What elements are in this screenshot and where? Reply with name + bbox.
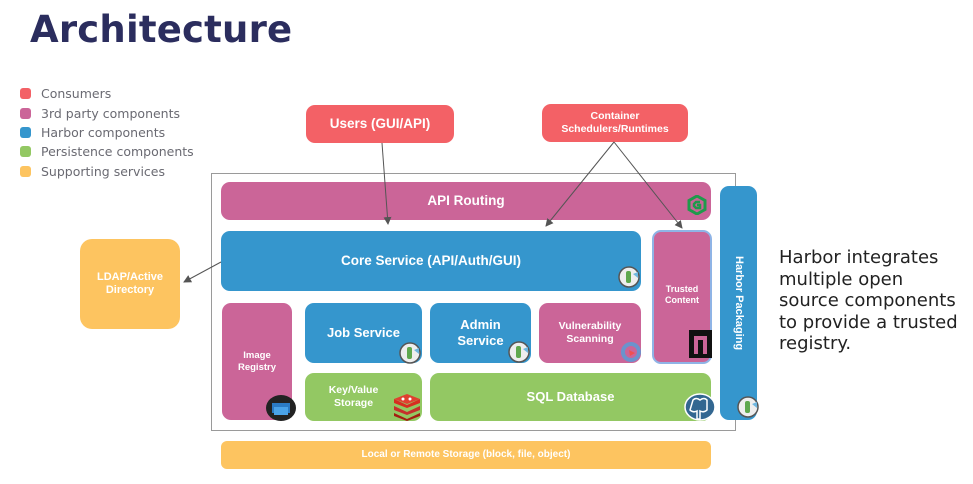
postgresql-icon [684, 393, 716, 421]
docker-compose-icon [399, 342, 421, 364]
legend-item-persistence: Persistence components [20, 142, 194, 161]
page-title: Architecture [30, 8, 293, 51]
docker-compose-icon [737, 396, 759, 418]
legend-label: Persistence components [41, 144, 194, 160]
legend-item-supporting: Supporting services [20, 162, 194, 181]
description-line: source components [779, 290, 956, 311]
core-service-box: Core Service (API/Auth/GUI) [221, 231, 641, 291]
schedulers-label-line1: Container [590, 110, 640, 123]
trusted-content-label-line1: Trusted [665, 284, 699, 294]
harbor-packaging-box: Harbor Packaging [720, 186, 757, 420]
legend-item-harbor: Harbor components [20, 123, 194, 142]
ldap-label-line2: Directory [105, 284, 155, 296]
legend-swatch-3rd-party [20, 107, 31, 119]
description-line: registry. [779, 333, 852, 354]
legend-item-consumers: Consumers [20, 84, 194, 103]
harbor-packaging-label: Harbor Packaging [733, 255, 746, 351]
ldap-label-line1: LDAP/Active [96, 270, 164, 283]
description: Harbor integrates multiple open source c… [779, 247, 958, 355]
legend-label: 3rd party components [41, 105, 181, 121]
description-line: Harbor integrates [779, 247, 939, 268]
legend-swatch-consumers [20, 88, 31, 100]
docker-compose-icon [618, 266, 640, 288]
vulnerability-label-line1: Vulnerability [558, 320, 622, 333]
key-value-label-line1: Key/Value [328, 384, 379, 397]
nginx-icon [687, 195, 707, 215]
job-service-label: Job Service [327, 325, 400, 341]
legend: Consumers 3rd party components Harbor co… [20, 84, 194, 181]
admin-service-label-line1: Admin [460, 317, 501, 333]
ldap-box: LDAP/Active Directory [80, 239, 180, 329]
image-registry-label-line2: Registry [237, 361, 276, 373]
legend-item-3rd-party: 3rd party components [20, 103, 194, 122]
image-registry-label-line1: Image [243, 350, 271, 362]
docker-registry-icon [266, 395, 296, 421]
trusted-content-label-line2: Content [665, 294, 699, 305]
notary-icon [689, 330, 712, 358]
api-routing-box: API Routing [221, 182, 711, 220]
api-routing-label: API Routing [427, 192, 505, 208]
schedulers-label-line2: Schedulers/Runtimes [561, 123, 669, 135]
description-line: to provide a trusted [779, 311, 958, 333]
legend-swatch-supporting [20, 165, 31, 177]
users-box: Users (GUI/API) [306, 105, 454, 143]
docker-compose-icon [508, 341, 530, 363]
description-line: multiple open [779, 268, 904, 290]
schedulers-box: Container Schedulers/Runtimes [542, 104, 688, 142]
legend-label: Consumers [41, 86, 112, 102]
legend-swatch-harbor [20, 126, 31, 138]
redis-icon [394, 394, 420, 421]
key-value-label-line2: Storage [333, 397, 374, 409]
legend-swatch-persistence [20, 146, 31, 158]
sql-database-label: SQL Database [526, 389, 615, 405]
admin-service-label-line2: Service [457, 333, 504, 348]
users-label: Users (GUI/API) [329, 115, 431, 131]
core-service-label: Core Service (API/Auth/GUI) [340, 252, 522, 268]
storage-box: Local or Remote Storage (block, file, ob… [221, 441, 711, 469]
legend-label: Harbor components [41, 124, 166, 140]
vulnerability-label-line2: Scanning [566, 333, 614, 345]
clair-icon [620, 342, 641, 362]
legend-label: Supporting services [41, 163, 166, 179]
storage-label: Local or Remote Storage (block, file, ob… [361, 449, 571, 460]
sql-database-box: SQL Database [430, 373, 711, 421]
